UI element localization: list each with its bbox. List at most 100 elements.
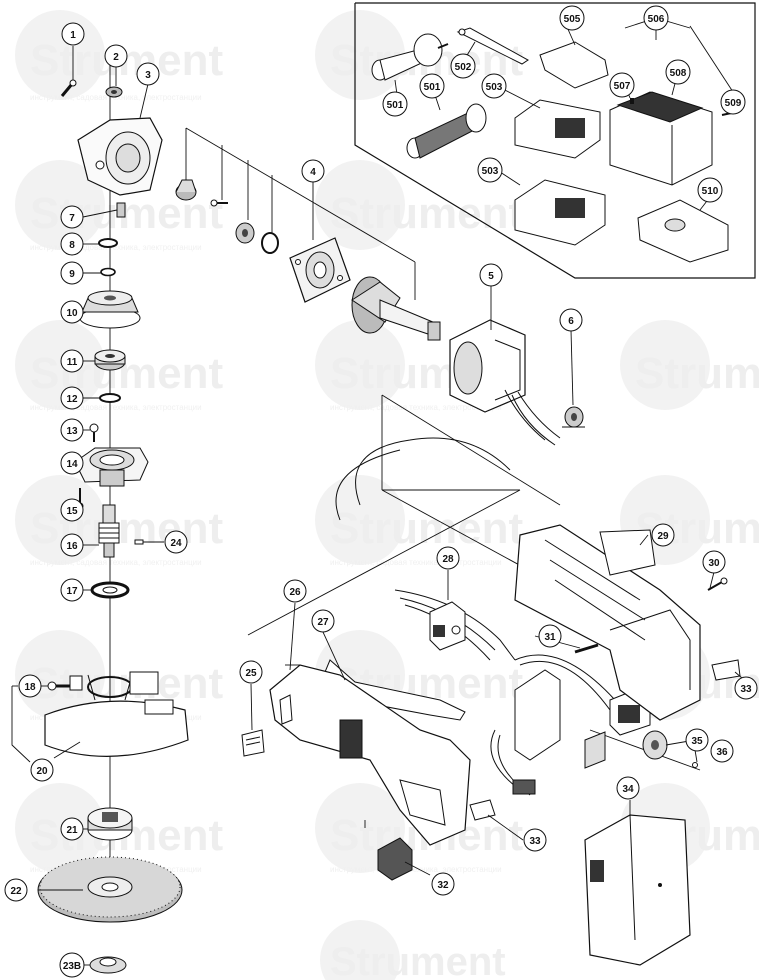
callout-23b: 23B <box>59 952 85 978</box>
part-501-side-handle-b <box>406 103 487 159</box>
part-30-screw <box>707 577 728 591</box>
svg-text:28: 28 <box>442 554 454 565</box>
svg-text:8: 8 <box>69 240 75 251</box>
callout-1: 1 <box>61 22 85 46</box>
svg-text:1: 1 <box>70 30 76 41</box>
svg-text:508: 508 <box>670 68 687 79</box>
part-503-charger-a <box>514 99 601 159</box>
watermark-tagline: инструмент, садовая техника, электростан… <box>30 558 202 567</box>
part-3-gear-cover <box>77 117 163 196</box>
svg-text:20: 20 <box>36 766 48 777</box>
part-10-bevel-gear <box>79 290 141 329</box>
callout-10: 10 <box>60 300 84 324</box>
part-28-switch <box>429 601 466 651</box>
watermark-17: Strument <box>320 920 506 980</box>
leader-lines <box>109 60 701 920</box>
callout-24: 24 <box>164 530 188 554</box>
watermark-brand: Strument <box>30 659 223 708</box>
watermark-brand: Strument <box>330 189 523 238</box>
callout-31: 31 <box>538 624 562 648</box>
watermark-brand: Strument <box>330 940 506 980</box>
part-20-wheel-guard <box>44 671 189 757</box>
svg-text:21: 21 <box>66 825 78 836</box>
callout-27: 27 <box>311 609 335 633</box>
part-24-key <box>134 539 144 545</box>
part-rotor-shaft <box>351 276 441 341</box>
watermark-tagline: инструмент, садовая техника, электростан… <box>330 403 502 412</box>
callout-4: 4 <box>301 159 325 183</box>
callout-8: 8 <box>60 232 84 256</box>
part-25-badge <box>241 729 265 757</box>
svg-text:12: 12 <box>66 394 78 405</box>
callout-36: 36 <box>710 739 734 763</box>
part-21-inner-flange <box>87 807 133 841</box>
svg-text:18: 18 <box>24 682 36 693</box>
part-17-flange <box>90 581 130 599</box>
callout-13: 13 <box>60 418 84 442</box>
callout-9: 9 <box>60 261 84 285</box>
svg-text:2: 2 <box>113 52 119 63</box>
watermark-brand: Strument <box>30 349 223 398</box>
part-506-carry-case <box>609 91 713 186</box>
svg-text:501: 501 <box>387 100 404 111</box>
part-2-nut <box>105 86 123 98</box>
svg-text:32: 32 <box>437 880 449 891</box>
part-controller <box>512 669 651 795</box>
svg-text:503: 503 <box>486 82 503 93</box>
callout-34: 34 <box>616 776 640 800</box>
callout-502: 502 <box>450 53 476 79</box>
callout-501-a: 501 <box>382 91 408 117</box>
watermark-tagline: инструмент, садовая техника, электростан… <box>330 865 502 874</box>
svg-text:36: 36 <box>716 747 728 758</box>
callout-508: 508 <box>665 59 691 85</box>
callout-510: 510 <box>697 177 723 203</box>
part-507-latch <box>630 98 634 104</box>
part-5-stator <box>449 319 561 446</box>
part-22-grinding-wheel <box>37 856 183 923</box>
svg-text:9: 9 <box>69 269 75 280</box>
callout-bubbles: 1 2 3 4 5 6 7 8 9 10 11 12 13 14 15 16 1… <box>4 5 758 978</box>
svg-text:502: 502 <box>455 62 472 73</box>
svg-text:4: 4 <box>310 167 316 178</box>
svg-text:22: 22 <box>10 886 22 897</box>
callout-25: 25 <box>239 660 263 684</box>
part-16-spindle <box>98 504 120 558</box>
watermark-brand: Strument <box>30 36 223 85</box>
svg-text:7: 7 <box>69 213 75 224</box>
callout-2: 2 <box>104 44 128 68</box>
watermark-4: Strument <box>315 160 523 250</box>
svg-text:29: 29 <box>657 531 669 542</box>
part-29-housing-right <box>514 524 701 721</box>
callout-507: 507 <box>609 72 635 98</box>
watermark-tagline: инструмент, садовая техника, электростан… <box>330 558 502 567</box>
callout-11: 11 <box>60 349 84 373</box>
svg-text:26: 26 <box>289 587 301 598</box>
part-9-washer <box>100 267 116 277</box>
part-4-bearing-housing <box>289 237 351 303</box>
part-7-pin <box>116 202 126 218</box>
svg-text:507: 507 <box>614 81 631 92</box>
svg-text:17: 17 <box>66 586 78 597</box>
part-13-screw <box>89 423 99 442</box>
svg-text:11: 11 <box>67 357 78 368</box>
part-32-switch-trigger <box>377 837 413 881</box>
part-14-bearing-cover <box>74 447 149 487</box>
callout-18: 18 <box>18 674 42 698</box>
callout-17: 17 <box>60 578 84 602</box>
part-510-case-insert <box>637 199 729 263</box>
watermark-brand: Strument <box>330 504 523 553</box>
svg-text:27: 27 <box>317 617 329 628</box>
svg-text:5: 5 <box>488 271 494 282</box>
part-36-screw <box>692 762 698 768</box>
svg-text:14: 14 <box>66 459 78 470</box>
part-small-ring <box>261 232 279 254</box>
callout-3: 3 <box>136 62 160 86</box>
callout-16: 16 <box>60 533 84 557</box>
callout-509: 509 <box>720 89 746 115</box>
callout-505: 505 <box>559 5 585 31</box>
part-6-bearing <box>564 406 584 428</box>
part-501-side-handle-a <box>371 33 449 81</box>
callout-12: 12 <box>60 386 84 410</box>
part-26-housing-left <box>269 664 471 846</box>
